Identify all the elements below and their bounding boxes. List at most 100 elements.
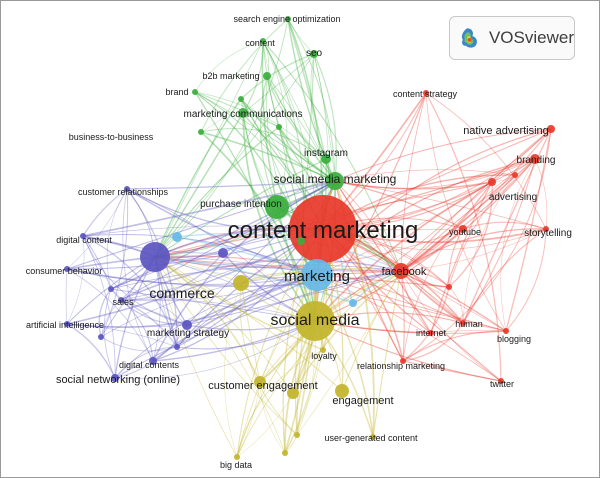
loyalty-node — [320, 347, 326, 353]
link — [262, 40, 336, 182]
link — [334, 128, 552, 182]
link — [154, 256, 286, 454]
link — [114, 324, 188, 379]
engagement-label: engagement — [332, 395, 393, 407]
link — [114, 320, 316, 379]
link — [314, 181, 493, 322]
link — [122, 188, 154, 362]
link — [66, 323, 178, 348]
link — [316, 274, 374, 438]
twitter-node — [498, 378, 504, 384]
link — [314, 128, 552, 322]
link — [200, 131, 316, 322]
link — [400, 158, 536, 272]
link — [154, 256, 294, 394]
link — [402, 360, 502, 382]
content-marketing-node — [289, 195, 357, 263]
link — [176, 236, 318, 276]
link — [262, 40, 402, 272]
keyword-node — [512, 172, 518, 178]
link — [314, 320, 502, 382]
youtube-label: youtube — [449, 227, 481, 237]
marketing-node — [301, 259, 333, 291]
link — [430, 330, 507, 334]
customer-relationships-label: customer relationships — [78, 187, 169, 197]
instagram-node — [321, 154, 331, 164]
link — [154, 256, 238, 458]
link — [402, 286, 450, 362]
link — [334, 180, 402, 272]
sales-node — [118, 297, 124, 303]
link — [505, 228, 547, 332]
social-media-marketing-node — [326, 172, 344, 190]
content-strategy-label: content strategy — [393, 89, 458, 99]
content-marketing-label: content marketing — [228, 217, 419, 244]
link — [224, 282, 242, 458]
link — [194, 91, 316, 322]
link — [154, 256, 507, 332]
link — [334, 180, 547, 230]
logo-text: VOSviewer — [488, 28, 574, 47]
commerce-node — [140, 242, 170, 272]
node-layer — [64, 16, 555, 460]
big-data-label: big data — [220, 460, 252, 470]
link — [314, 92, 427, 322]
link — [239, 282, 298, 436]
link — [400, 270, 507, 332]
link — [194, 91, 280, 128]
content-label: content — [245, 38, 275, 48]
keyword-node — [282, 450, 288, 456]
link — [126, 180, 336, 190]
link — [316, 274, 502, 382]
link — [334, 180, 464, 230]
link — [259, 381, 286, 454]
link — [66, 323, 116, 379]
marketing-communications-node — [238, 108, 248, 118]
digital-content-node — [80, 233, 86, 239]
keyword-node — [218, 248, 228, 258]
link — [240, 282, 261, 383]
digital-contents-node — [149, 357, 157, 365]
link — [82, 235, 112, 290]
link — [154, 180, 336, 258]
keyword-node — [276, 124, 282, 130]
link — [242, 53, 315, 114]
instagram-label: instagram — [304, 148, 348, 159]
link — [154, 256, 318, 276]
link — [313, 53, 336, 182]
link — [448, 181, 493, 288]
internet-node — [428, 330, 434, 336]
branding-node — [530, 154, 540, 164]
engagement-node — [335, 384, 349, 398]
marketing-strategy-label: marketing strategy — [147, 328, 229, 339]
link — [240, 98, 316, 322]
customer-engagement-node — [254, 376, 266, 388]
link — [462, 228, 547, 324]
social-media-marketing-label: social media marketing — [274, 172, 397, 186]
link — [334, 169, 516, 182]
link — [262, 40, 288, 208]
link — [154, 98, 242, 258]
link — [313, 53, 337, 182]
link — [500, 158, 536, 332]
seo-label: seo — [306, 48, 323, 59]
advertising-label: advertising — [489, 192, 537, 203]
human-node — [460, 320, 466, 326]
artificial-intelligence-label: artificial intelligence — [26, 320, 104, 330]
link — [100, 274, 318, 338]
social-media-label: social media — [271, 312, 360, 329]
link — [66, 188, 128, 270]
link — [334, 180, 493, 190]
brand-label: brand — [165, 87, 188, 97]
link — [402, 322, 464, 362]
keyword-node — [238, 96, 244, 102]
advertising-node — [488, 178, 496, 186]
keyword-node — [446, 284, 452, 290]
keyword-node — [172, 232, 182, 242]
commerce-label: commerce — [149, 285, 215, 301]
business-to-business-label: business-to-business — [69, 132, 154, 142]
link — [100, 188, 129, 338]
link — [430, 181, 493, 334]
